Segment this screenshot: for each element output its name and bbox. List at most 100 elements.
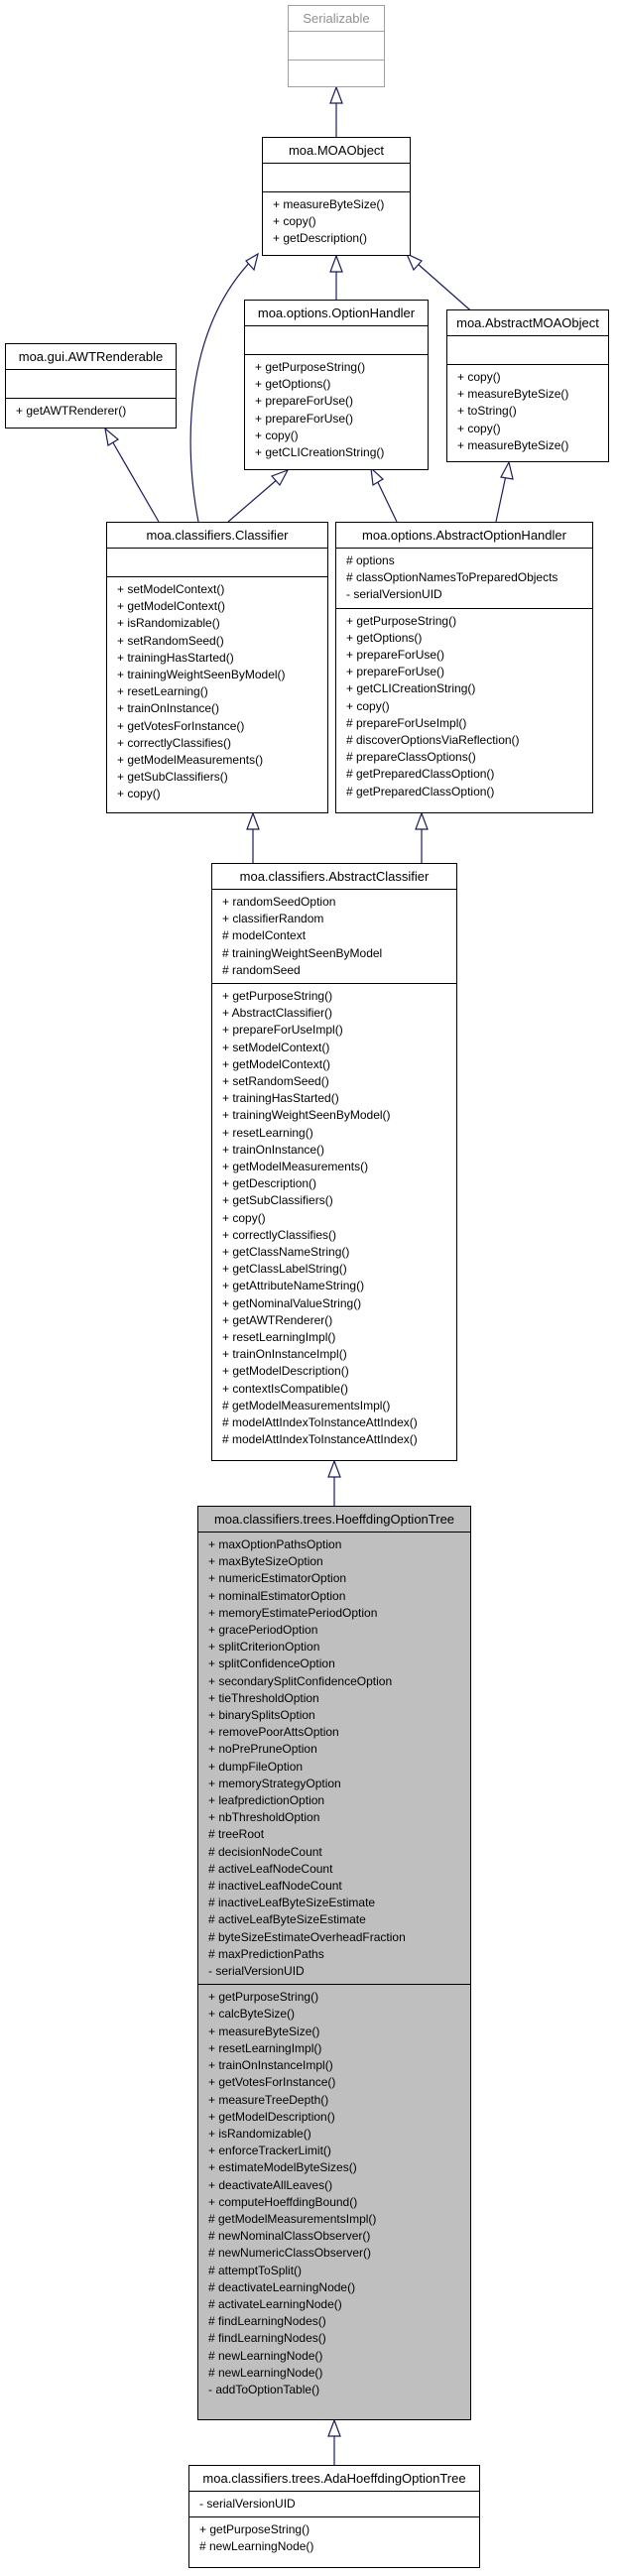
method: + getAttributeNameString() bbox=[222, 1279, 365, 1293]
method: + setRandomSeed() bbox=[222, 1074, 329, 1089]
class-serializable: Serializable bbox=[288, 5, 385, 87]
attributes-section: + maxOptionPathsOption + maxByteSizeOpti… bbox=[198, 1532, 470, 1984]
method: + measureByteSize() bbox=[208, 2024, 320, 2038]
method: + resetLearningImpl() bbox=[208, 2040, 322, 2055]
attribute: + randomSeedOption bbox=[222, 895, 336, 909]
methods-section: + getPurposeString() + getOptions() + pr… bbox=[336, 607, 592, 804]
method: # deactivateLearningNode() bbox=[208, 2279, 356, 2294]
arrowhead bbox=[327, 2418, 341, 2437]
methods-section: + getPurposeString() # newLearningNode() bbox=[189, 2516, 479, 2559]
method: # modelAttIndexToInstanceAttIndex() bbox=[222, 1415, 418, 1430]
method: + prepareForUse() bbox=[346, 648, 445, 663]
method: + correctlyClassifies() bbox=[117, 735, 232, 750]
method: + correctlyClassifies() bbox=[222, 1227, 337, 1242]
method: + getCLICreationString() bbox=[346, 681, 476, 696]
attribute: # randomSeed bbox=[222, 962, 301, 977]
class-name: moa.classifiers.trees.HoeffdingOptionTre… bbox=[213, 1512, 455, 1527]
methods-section: + copy() + measureByteSize() + toString(… bbox=[447, 364, 608, 458]
attribute: # decisionNodeCount bbox=[208, 1844, 322, 1859]
method: + getModelDescription() bbox=[208, 2109, 335, 2124]
class-name: Serializable bbox=[303, 11, 370, 26]
method: + getClassLabelString() bbox=[222, 1262, 347, 1277]
attribute: + maxOptionPathsOption bbox=[208, 1537, 342, 1551]
method: # prepareForUseImpl() bbox=[346, 715, 467, 730]
arrowhead bbox=[327, 1459, 341, 1478]
attributes-section bbox=[6, 369, 176, 398]
method: + getModelMeasurements() bbox=[117, 753, 264, 768]
method: # getModelMeasurementsImpl() bbox=[222, 1398, 391, 1412]
method: + resetLearningImpl() bbox=[222, 1330, 336, 1345]
attribute: # modelContext bbox=[222, 928, 307, 943]
method: + getPurposeString() bbox=[208, 1990, 319, 2005]
class-name: moa.gui.AWTRenderable bbox=[18, 349, 164, 364]
methods-section: + getPurposeString() + getOptions() + pr… bbox=[245, 354, 428, 465]
method: + getDescription() bbox=[222, 1176, 317, 1191]
method: + copy() bbox=[273, 214, 316, 229]
method: + getModelContext() bbox=[117, 599, 226, 614]
class-name: moa.classifiers.AbstractClassifier bbox=[239, 869, 430, 884]
method: + getSubClassifiers() bbox=[117, 770, 228, 785]
methods-section: + getPurposeString() + calcByteSize() + … bbox=[198, 1984, 470, 2402]
method: + prepareForUse() bbox=[255, 411, 354, 426]
attributes-section: + randomSeedOption + classifierRandom # … bbox=[212, 889, 456, 983]
method: + getDescription() bbox=[273, 231, 368, 246]
class-ada-hoeffding-option-tree: moa.classifiers.trees.AdaHoeffdingOption… bbox=[188, 2465, 480, 2568]
method: + getVotesForInstance() bbox=[117, 718, 245, 733]
method: # findLearningNodes() bbox=[208, 2314, 326, 2329]
methods-section: + getAWTRenderer() bbox=[6, 398, 176, 424]
method: + getVotesForInstance() bbox=[208, 2075, 336, 2090]
attribute: + splitCriterionOption bbox=[208, 1640, 320, 1655]
method: + getModelDescription() bbox=[222, 1364, 349, 1379]
attribute: # inactiveLeafByteSizeEstimate bbox=[208, 1896, 376, 1910]
method: + getModelMeasurements() bbox=[222, 1160, 369, 1174]
attribute: # byteSizeEstimateOverheadFraction bbox=[208, 1929, 406, 1944]
method: # newNumericClassObserver() bbox=[208, 2246, 372, 2261]
method: + getPurposeString() bbox=[222, 989, 333, 1004]
attributes-section bbox=[289, 31, 384, 60]
method: + setModelContext() bbox=[117, 582, 225, 596]
methods-section bbox=[289, 60, 384, 88]
attribute: # options bbox=[346, 553, 395, 567]
attribute: + gracePeriodOption bbox=[208, 1623, 318, 1638]
attributes-section: - serialVersionUID bbox=[189, 2491, 479, 2516]
method: + measureByteSize() bbox=[273, 197, 385, 211]
method: # findLearningNodes() bbox=[208, 2331, 326, 2346]
method: # attemptToSplit() bbox=[208, 2263, 303, 2277]
method: # newNominalClassObserver() bbox=[208, 2229, 371, 2244]
attribute: # treeRoot bbox=[208, 1827, 265, 1842]
method: + getPurposeString() bbox=[255, 360, 366, 374]
method: + measureTreeDepth() bbox=[208, 2092, 329, 2107]
method: # getPreparedClassOption() bbox=[346, 784, 495, 798]
method: + copy() bbox=[117, 787, 161, 801]
method: - addToOptionTable() bbox=[208, 2382, 320, 2396]
method: # newLearningNode() bbox=[199, 2539, 314, 2554]
attribute: + nbThresholdOption bbox=[208, 1810, 320, 1825]
attribute: # maxPredictionPaths bbox=[208, 1946, 324, 1961]
method: + resetLearning() bbox=[117, 684, 208, 699]
method: + copy() bbox=[346, 698, 390, 713]
method: + getOptions() bbox=[346, 630, 423, 645]
attribute: + splitConfidenceOption bbox=[208, 1656, 335, 1671]
attribute: # inactiveLeafNodeCount bbox=[208, 1879, 342, 1894]
attribute: # trainingWeightSeenByModel bbox=[222, 945, 383, 960]
method: + prepareForUse() bbox=[255, 394, 354, 409]
class-option-handler: moa.options.OptionHandler + getPurposeSt… bbox=[244, 300, 429, 470]
attribute: + dumpFileOption bbox=[208, 1759, 304, 1774]
method: + trainingHasStarted() bbox=[222, 1091, 339, 1106]
attribute: + memoryStrategyOption bbox=[208, 1776, 341, 1790]
class-moa-object: moa.MOAObject + measureByteSize() + copy… bbox=[262, 137, 411, 256]
method: + prepareForUseImpl() bbox=[222, 1023, 343, 1038]
arrowhead bbox=[246, 811, 260, 830]
method: + estimateModelByteSizes() bbox=[208, 2160, 357, 2175]
class-awt-renderable: moa.gui.AWTRenderable + getAWTRenderer() bbox=[5, 343, 177, 429]
class-name: moa.options.AbstractOptionHandler bbox=[362, 528, 566, 543]
method: + computeHoeffdingBound() bbox=[208, 2194, 358, 2209]
method: + getAWTRenderer() bbox=[222, 1312, 333, 1327]
class-name: moa.classifiers.trees.AdaHoeffdingOption… bbox=[202, 2471, 466, 2486]
attribute: # activeLeafByteSizeEstimate bbox=[208, 1912, 366, 1927]
arrowhead bbox=[329, 85, 343, 104]
method: + getPurposeString() bbox=[199, 2522, 310, 2537]
method: + contextIsCompatible() bbox=[222, 1381, 349, 1396]
attribute: - serialVersionUID bbox=[199, 2497, 296, 2511]
method: + trainOnInstanceImpl() bbox=[222, 1347, 347, 1362]
